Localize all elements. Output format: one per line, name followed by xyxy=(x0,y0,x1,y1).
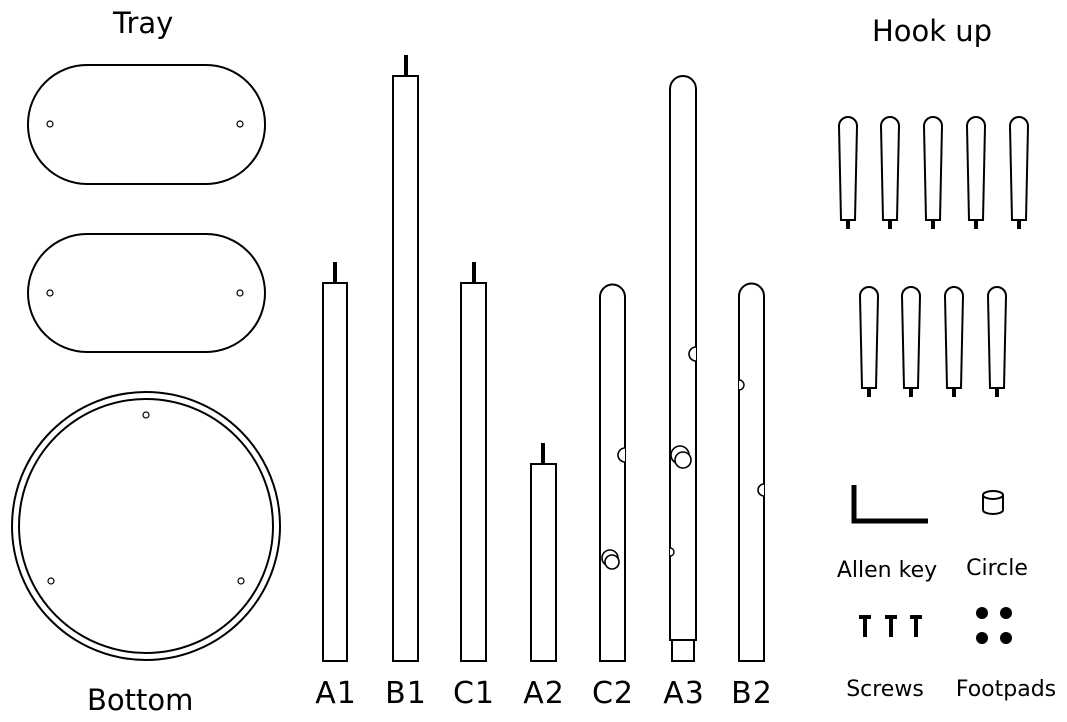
tray-heading: Tray xyxy=(113,6,174,40)
footpads-label: Footpads xyxy=(955,677,1057,702)
bottom-heading: Bottom xyxy=(87,683,194,717)
hooks-row-1 xyxy=(837,116,1030,229)
bottom-hole xyxy=(237,577,245,585)
circle-label: Circle xyxy=(966,556,1028,581)
circle-cap-icon xyxy=(982,490,1004,515)
tray-middle-panel xyxy=(27,233,266,353)
pole-a2 xyxy=(530,443,557,662)
footpads-icon xyxy=(976,607,1012,644)
tray-hole xyxy=(236,289,244,297)
hook-icon xyxy=(922,116,944,229)
hook-icon xyxy=(900,286,922,397)
pole-a3 xyxy=(669,75,697,662)
hook-icon xyxy=(965,116,987,229)
pole-b1 xyxy=(392,55,419,662)
tray-hole xyxy=(46,120,54,128)
hook-icon xyxy=(986,286,1008,397)
pole-c2 xyxy=(599,283,626,662)
hooks-row-2 xyxy=(858,286,1008,397)
tray-top-panel xyxy=(27,64,266,185)
part-label-b2: B2 xyxy=(731,676,773,711)
hook-icon xyxy=(837,116,859,229)
tray-hole xyxy=(46,289,54,297)
bottom-hole xyxy=(47,577,55,585)
part-label-c2: C2 xyxy=(591,676,635,711)
pole-b2 xyxy=(738,282,765,662)
pole-c1 xyxy=(460,262,487,662)
hook-icon xyxy=(858,286,880,397)
hook-icon xyxy=(879,116,901,229)
tray-hole xyxy=(236,120,244,128)
bottom-hole xyxy=(142,411,150,419)
part-label-a1: A1 xyxy=(315,676,357,711)
hook-icon xyxy=(943,286,965,397)
screws-label: Screws xyxy=(846,677,924,702)
bottom-panel xyxy=(11,391,281,661)
part-label-b1: B1 xyxy=(385,676,427,711)
hook-icon xyxy=(1008,116,1030,229)
pole-a1 xyxy=(322,262,348,662)
part-label-c1: C1 xyxy=(452,676,496,711)
hook-up-heading: Hook up xyxy=(872,14,993,48)
allen-key-label: Allen key xyxy=(836,558,938,583)
part-label-a2: A2 xyxy=(523,676,565,711)
allen-key-icon xyxy=(851,485,928,524)
part-label-a3: A3 xyxy=(663,676,705,711)
screws-icon xyxy=(859,615,922,637)
